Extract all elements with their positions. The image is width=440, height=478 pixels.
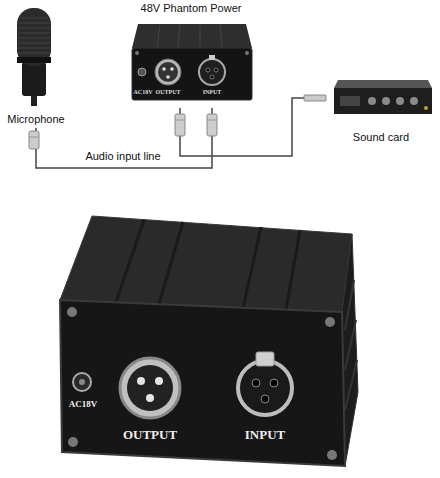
power-label: AC18V bbox=[134, 89, 153, 95]
xlr-male-inner bbox=[158, 62, 178, 82]
xlr-male-inner bbox=[127, 365, 173, 411]
cable-line bbox=[180, 98, 326, 156]
plug-groove bbox=[175, 120, 185, 121]
card-front bbox=[334, 88, 432, 114]
unit-front bbox=[132, 48, 252, 100]
dc-jack-pin bbox=[79, 379, 85, 385]
microphone-illustration bbox=[17, 8, 51, 149]
plug-groove bbox=[207, 120, 217, 121]
xlr-plug bbox=[29, 131, 39, 149]
dc-jack bbox=[138, 68, 146, 76]
xlr-pin bbox=[162, 67, 166, 71]
xlr-pin bbox=[146, 394, 154, 402]
sound-card-illustration bbox=[304, 80, 432, 114]
card-knob bbox=[396, 97, 404, 105]
mic-head bbox=[17, 8, 51, 66]
mic-band bbox=[17, 57, 51, 63]
xlr-hole bbox=[261, 395, 269, 403]
mic-grille bbox=[18, 18, 50, 53]
phantom-power-illustration bbox=[132, 24, 252, 136]
jack-plug bbox=[304, 95, 326, 101]
node-label: 48V Phantom Power bbox=[141, 2, 242, 15]
card-knob bbox=[382, 97, 390, 105]
plug-groove bbox=[29, 137, 39, 138]
side-fins bbox=[345, 280, 357, 410]
xlr-female bbox=[199, 59, 225, 85]
xlr-pin bbox=[155, 377, 163, 385]
node-label: Microphone bbox=[7, 113, 64, 126]
xlr-plug bbox=[175, 114, 185, 136]
xlr-male bbox=[120, 358, 180, 418]
card-led bbox=[424, 106, 428, 110]
unit-fins bbox=[157, 25, 222, 47]
unit-front bbox=[60, 300, 345, 466]
port-label: OUTPUT bbox=[155, 89, 180, 95]
xlr-pin bbox=[137, 377, 145, 385]
xlr-hole bbox=[210, 75, 214, 79]
unit-top bbox=[132, 24, 252, 48]
card-knob bbox=[410, 97, 418, 105]
phantom-power-photo bbox=[60, 216, 358, 466]
screw bbox=[325, 317, 335, 327]
screw bbox=[67, 307, 77, 317]
xlr-latch bbox=[209, 55, 215, 60]
xlr-latch bbox=[256, 352, 274, 366]
xlr-hole bbox=[270, 379, 278, 387]
xlr-hole bbox=[206, 68, 210, 72]
xlr-plug bbox=[207, 114, 217, 136]
screw bbox=[68, 437, 78, 447]
unit-fins bbox=[116, 220, 300, 310]
xlr-male bbox=[155, 59, 181, 85]
xlr-female bbox=[238, 361, 292, 415]
unit-top bbox=[60, 216, 352, 312]
xlr-hole bbox=[252, 379, 260, 387]
screw bbox=[135, 51, 139, 55]
microphone-node: Microphone bbox=[2, 4, 69, 128]
xlr-pin bbox=[166, 75, 170, 79]
cable-label: Audio input line bbox=[83, 150, 162, 163]
card-knob bbox=[368, 97, 376, 105]
card-top bbox=[334, 80, 432, 88]
power-label: AC18V bbox=[69, 400, 98, 409]
screw bbox=[327, 450, 337, 460]
card-panel bbox=[340, 96, 360, 106]
xlr-pin bbox=[170, 67, 174, 71]
node-label: Sound card bbox=[353, 131, 409, 144]
screw bbox=[245, 51, 249, 55]
sound-card-node: Sound card bbox=[326, 76, 436, 146]
port-label: INPUT bbox=[245, 428, 285, 441]
dc-jack bbox=[73, 373, 91, 391]
xlr-hole bbox=[214, 68, 218, 72]
port-label: INPUT bbox=[203, 89, 222, 95]
mic-body bbox=[22, 62, 46, 96]
port-label: OUTPUT bbox=[123, 428, 177, 441]
